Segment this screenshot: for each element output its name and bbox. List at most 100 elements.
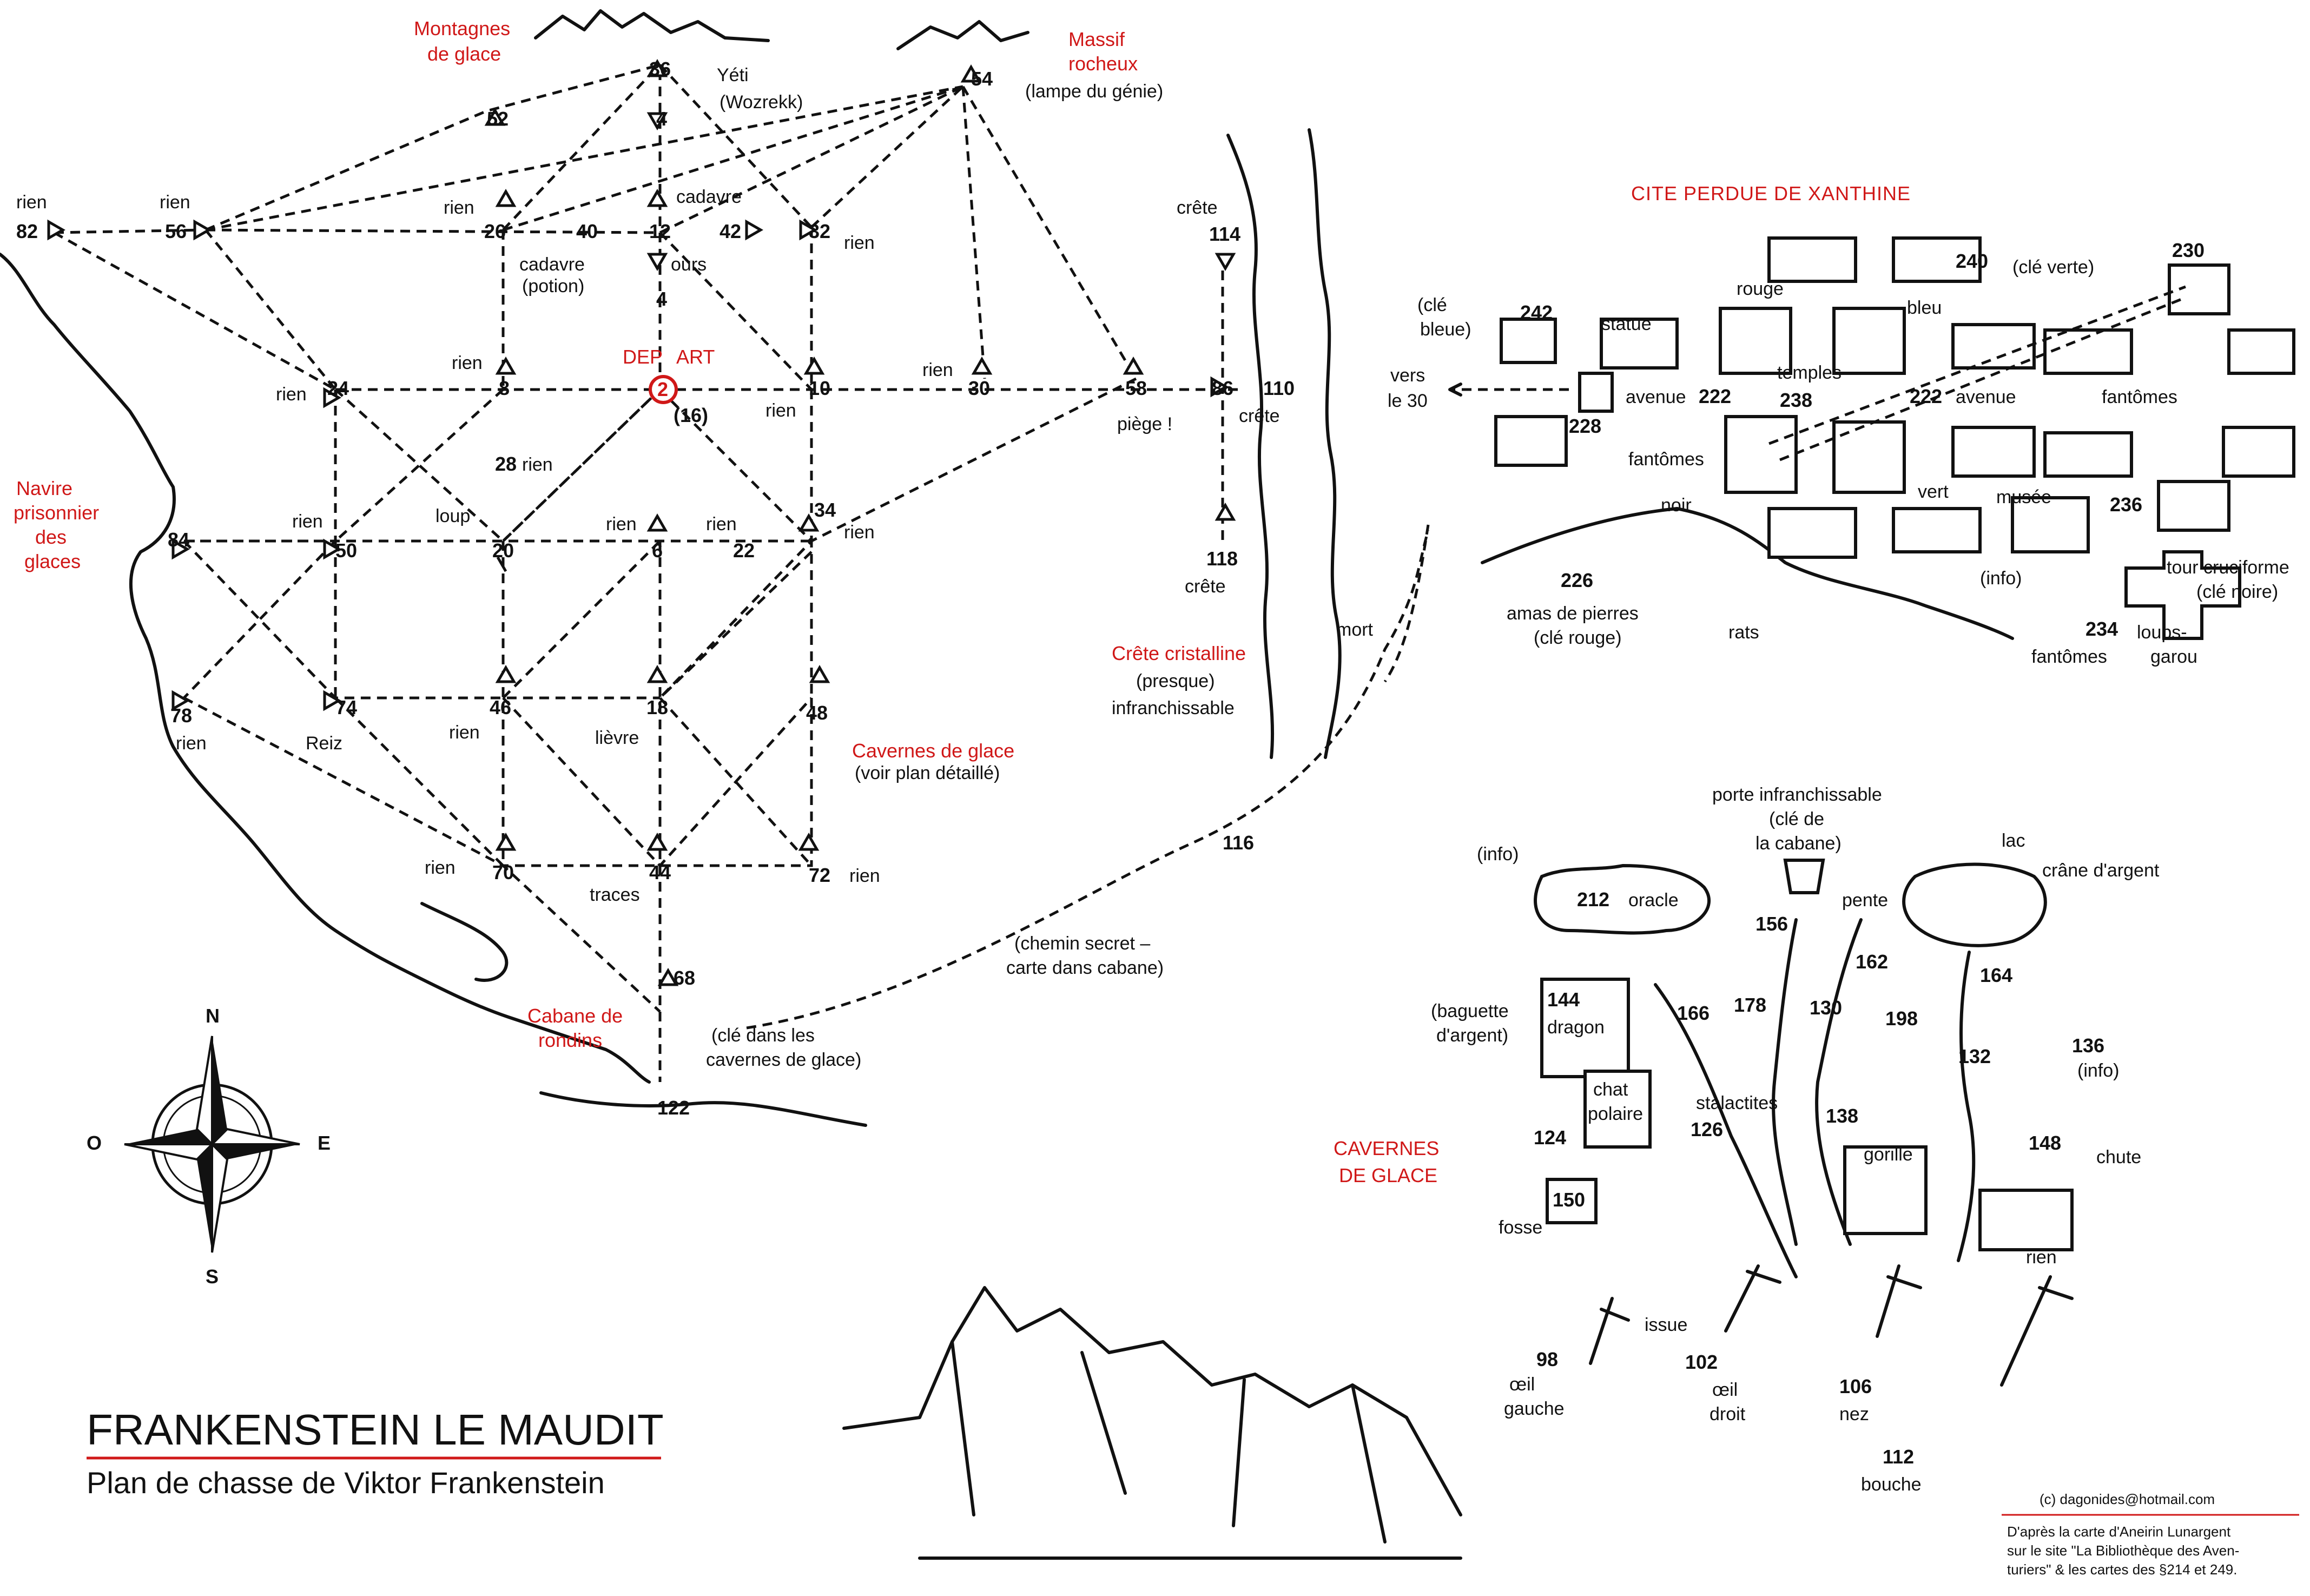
- start-marker[interactable]: [649, 375, 678, 404]
- fantomes-2: fantômes: [1628, 449, 1704, 470]
- node-4b: 4: [656, 288, 667, 310]
- bleu-label: bleu: [1907, 298, 1942, 318]
- musee-label: musée: [1996, 487, 2051, 507]
- presque-label: (presque): [1136, 671, 1215, 691]
- oeil-d-2: droit: [1710, 1404, 1746, 1424]
- oeil-g-1: œil: [1509, 1374, 1535, 1395]
- city-238: 238: [1780, 389, 1812, 411]
- fosse-label: fosse: [1499, 1217, 1542, 1238]
- crete-114: crête: [1177, 197, 1218, 218]
- descriptive-labels: DEP ART (16) Yéti (Wozrekk) (lampe du gé…: [16, 65, 1374, 1070]
- node-36: 36: [649, 58, 671, 80]
- massif-2: rocheux: [1068, 52, 1138, 75]
- cave-124: 124: [1534, 1126, 1566, 1149]
- gorille-label: gorille: [1864, 1144, 1913, 1165]
- cave-labels: porte infranchissable (clé de la cabane)…: [1431, 784, 2160, 1495]
- node-8: 8: [499, 377, 510, 399]
- cave-132: 132: [1958, 1045, 1991, 1067]
- node-72: 72: [809, 864, 830, 886]
- node-118: 118: [1206, 548, 1238, 570]
- caverns-label: Cavernes de glace: [852, 740, 1014, 762]
- city-222b: 222: [1910, 385, 1942, 407]
- city-236: 236: [2110, 493, 2142, 516]
- node-20: 20: [492, 539, 514, 562]
- cave-plan: [1534, 859, 2074, 1387]
- rien-8: rien: [452, 353, 483, 373]
- node-52: 52: [487, 108, 509, 130]
- rien-70: rien: [425, 858, 456, 878]
- temples-label: temples: [1777, 362, 1842, 383]
- start-number: 2: [657, 378, 668, 400]
- cave-198: 198: [1885, 1007, 1918, 1030]
- compass-rose: N S E O: [87, 1005, 331, 1288]
- city-info: (info): [1980, 568, 2022, 589]
- node-116: 116: [1223, 832, 1254, 854]
- node-6: 6: [652, 539, 663, 562]
- city-230: 230: [2172, 239, 2205, 261]
- cadavre-40: cadavre: [519, 254, 585, 275]
- city-242: 242: [1520, 301, 1553, 324]
- cave-150: 150: [1553, 1189, 1585, 1211]
- node-86: 86: [1212, 377, 1233, 399]
- loups-2: garou: [2150, 647, 2197, 667]
- ship-3: des: [35, 526, 67, 548]
- node-32: 32: [809, 220, 830, 242]
- cadavre-42: cadavre: [676, 187, 742, 207]
- chat-1: chat: [1593, 1079, 1628, 1100]
- node-34: 34: [814, 499, 836, 521]
- cave-164: 164: [1980, 964, 2012, 986]
- amas-1: amas de pierres: [1507, 603, 1639, 624]
- rien-46: rien: [449, 722, 480, 743]
- voir-plan-label: (voir plan détaillé): [855, 763, 1000, 783]
- node-82: 82: [16, 220, 38, 242]
- node-10: 10: [809, 377, 830, 399]
- credit-block: (c) dagonides@hotmail.com D'après la car…: [2002, 1491, 2299, 1578]
- cle-verte-label: (clé verte): [2012, 257, 2094, 278]
- cave-rien: rien: [2026, 1247, 2057, 1268]
- start-label-b: ART: [676, 346, 715, 368]
- node-46: 46: [490, 696, 511, 718]
- node-114: 114: [1209, 223, 1240, 245]
- fantomes-1: fantômes: [2102, 387, 2177, 407]
- vert-label: vert: [1918, 482, 1949, 502]
- rien-72: rien: [849, 866, 880, 886]
- rien-28: rien: [522, 454, 553, 475]
- statue-label: statue: [1601, 314, 1652, 334]
- node-18: 18: [646, 696, 668, 718]
- amas-2: (clé rouge): [1534, 628, 1622, 648]
- massif-1: Massif: [1068, 28, 1125, 50]
- node-56: 56: [165, 220, 187, 242]
- city-222a: 222: [1699, 385, 1731, 407]
- rien-10: rien: [765, 400, 796, 421]
- node-58: 58: [1125, 377, 1147, 399]
- city-buildings: [1383, 236, 2295, 683]
- lievre-label: lièvre: [595, 728, 639, 748]
- cave-156: 156: [1755, 913, 1788, 935]
- fantomes-3: fantômes: [2031, 647, 2107, 667]
- reiz-label: Reiz: [306, 733, 342, 754]
- ship-2: prisonnier: [14, 502, 99, 524]
- chute-label: chute: [2096, 1147, 2141, 1168]
- tour-1: tour cruciforme: [2167, 557, 2289, 578]
- node-70: 70: [492, 861, 514, 883]
- cave-212: 212: [1577, 888, 1609, 911]
- cave-148: 148: [2029, 1132, 2061, 1154]
- map-subtitle: Plan de chasse de Viktor Frankenstein: [87, 1466, 605, 1500]
- node-22: 22: [733, 539, 755, 562]
- rien-82: rien: [16, 192, 47, 213]
- node-122: 122: [657, 1097, 690, 1119]
- cave-138: 138: [1826, 1105, 1858, 1127]
- crete-110: crête: [1239, 406, 1280, 426]
- compass-w: O: [87, 1132, 102, 1154]
- node-12: 12: [649, 220, 671, 242]
- mountains-1: Montagnes: [414, 17, 510, 39]
- node-68: 68: [674, 967, 695, 989]
- porte-3: la cabane): [1755, 833, 1842, 854]
- chemin-label-1: (chemin secret –: [1014, 933, 1150, 954]
- entry-112: 112: [1883, 1446, 1914, 1468]
- node-78: 78: [170, 704, 192, 727]
- node-74: 74: [335, 696, 357, 718]
- city-240: 240: [1956, 250, 1988, 272]
- bouche-label: bouche: [1861, 1474, 1922, 1495]
